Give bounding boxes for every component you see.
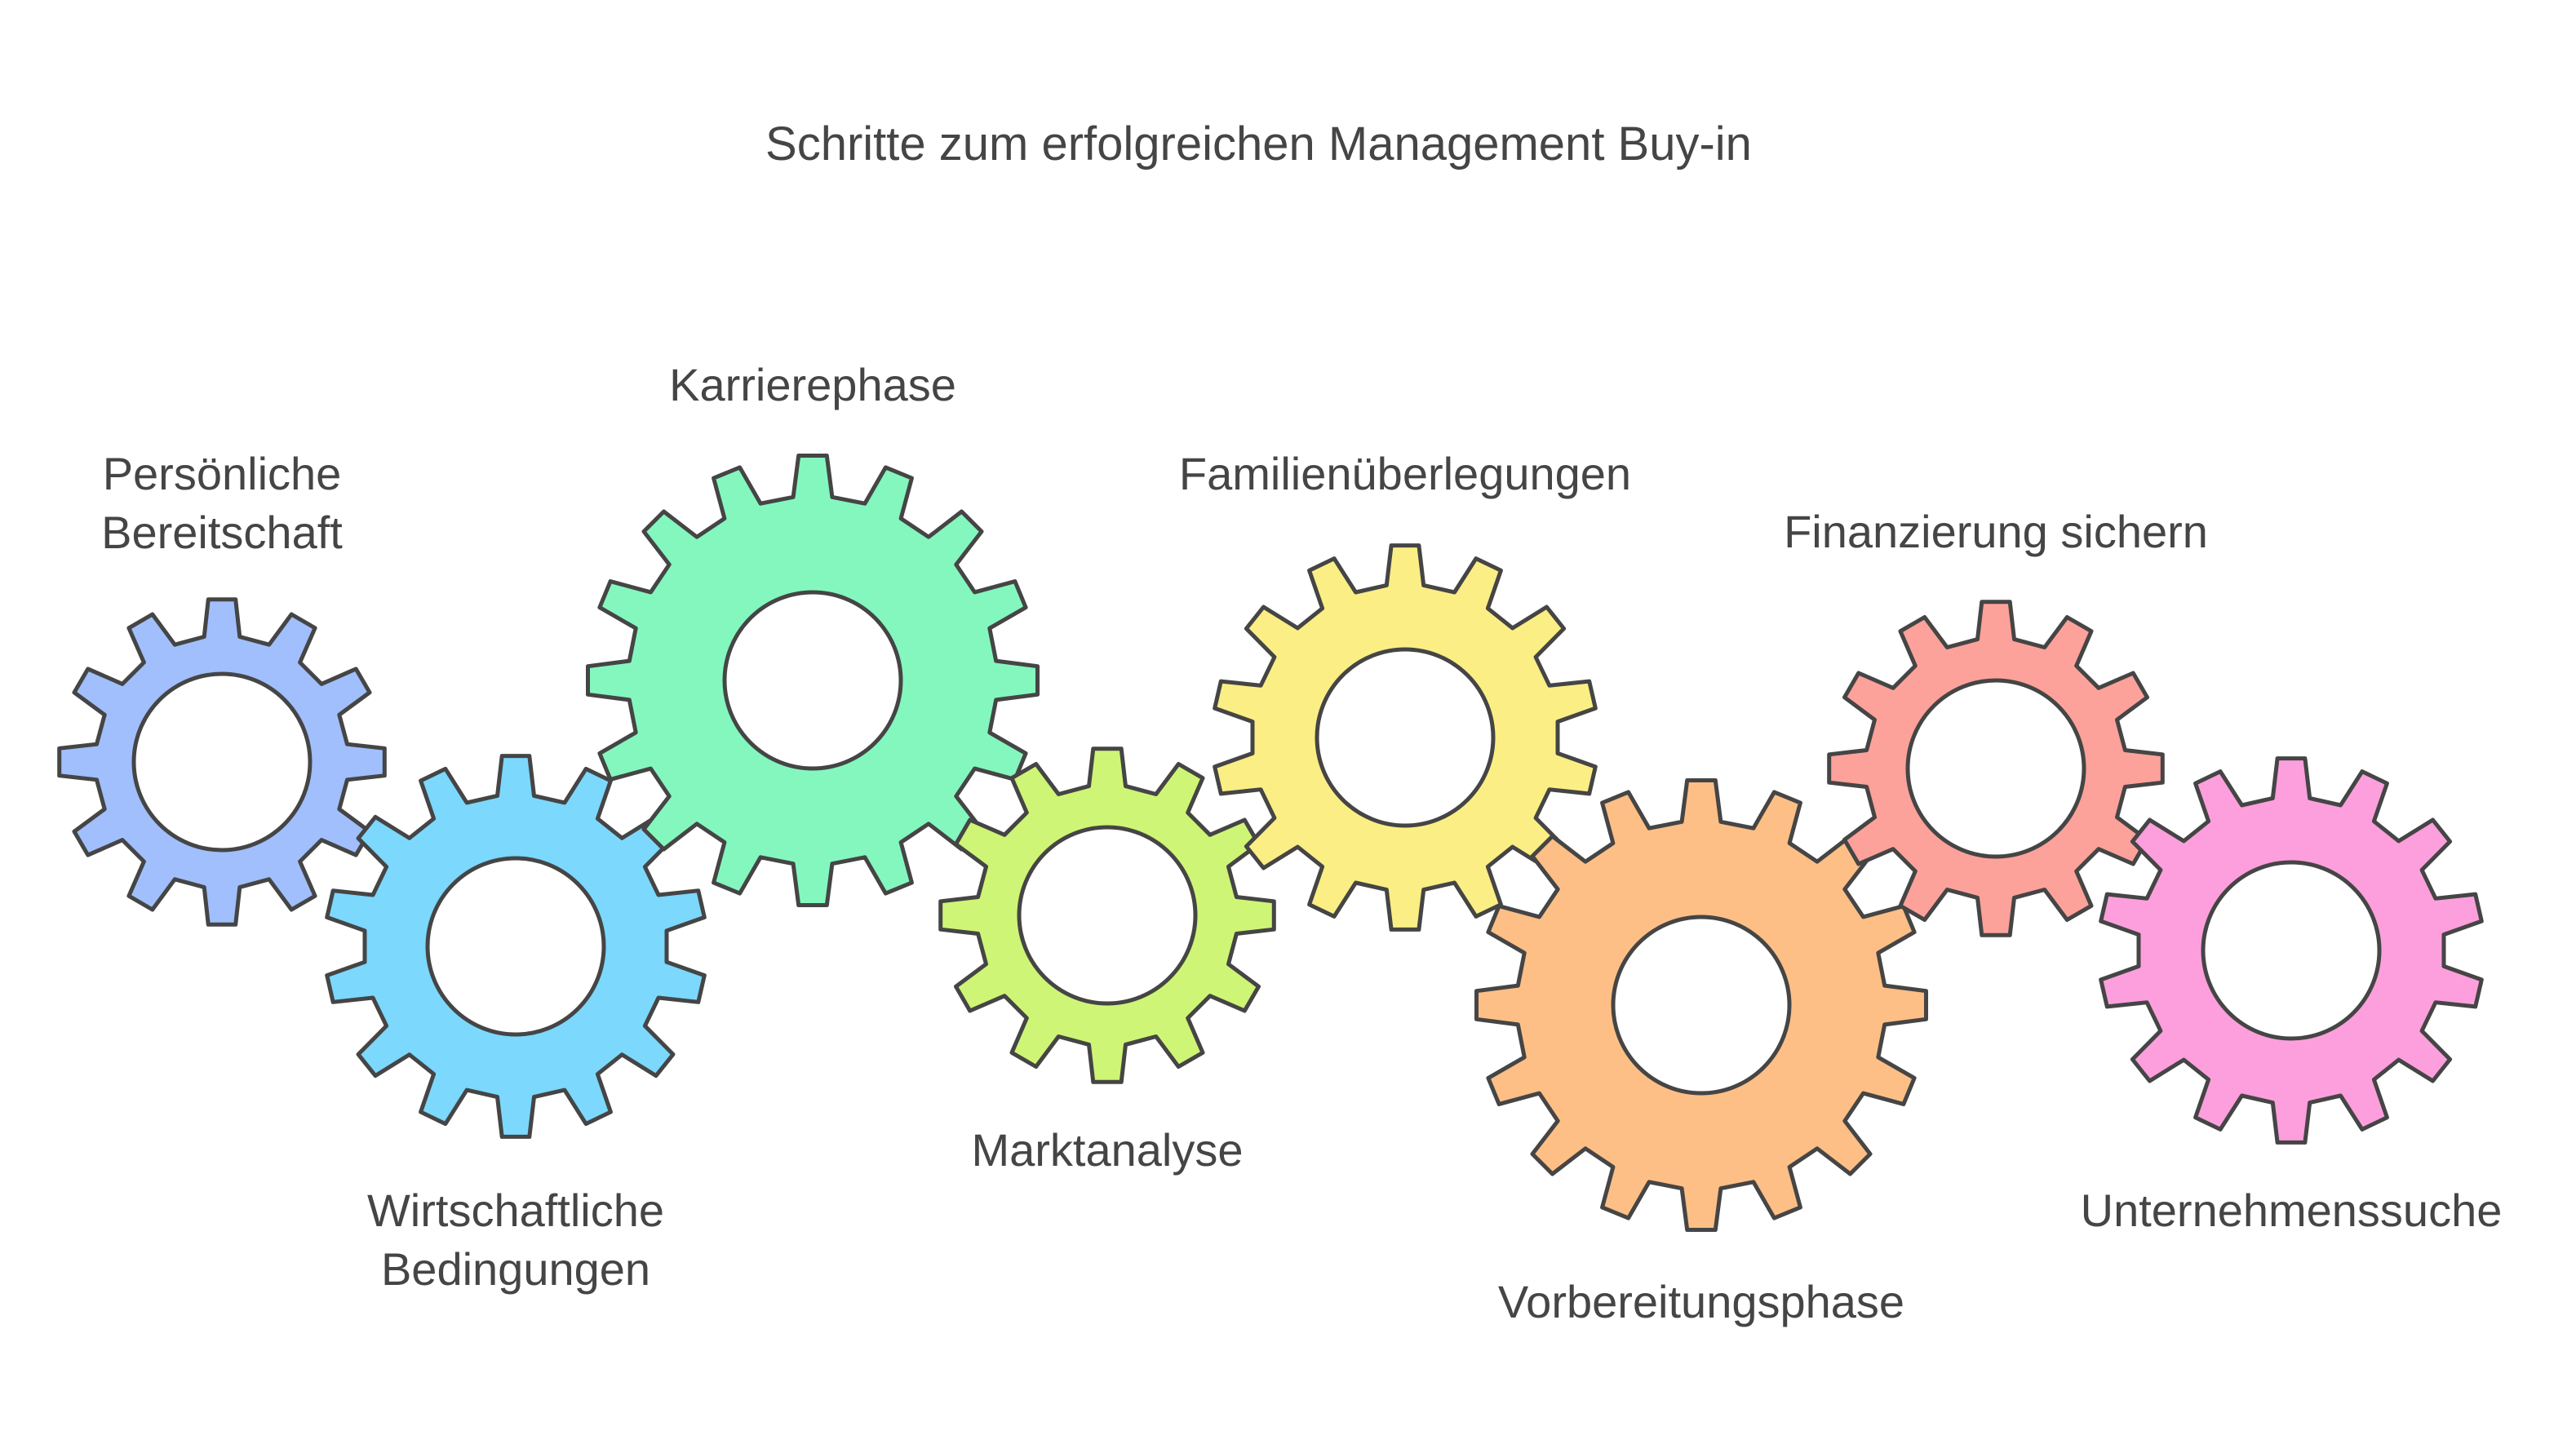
- gear-hole: [131, 671, 313, 853]
- gear-hole: [1905, 678, 2086, 859]
- gear-wirtschaftliche-bedingungen: [325, 754, 707, 1139]
- gear-finanzierung-sichern: [1827, 600, 2165, 937]
- gear-vorbereitungsphase: [1474, 778, 1928, 1232]
- label-familienueberlegungen: Familienüberlegungen: [1178, 448, 1632, 499]
- label-finanzierung-sichern: Finanzierung sichern: [1784, 506, 2208, 557]
- gear-hole: [722, 590, 903, 771]
- label-persoenliche-bereitschaft: Persönliche Bereitschaft: [101, 448, 343, 558]
- label-karrierephase: Karrierephase: [669, 359, 956, 410]
- gear-unternehmenssuche: [2099, 756, 2484, 1145]
- gear-hole: [425, 856, 606, 1037]
- gear-karrierephase: [586, 454, 1040, 907]
- label-wirtschaftliche-bedingungen: Wirtschaftliche Bedingungen: [366, 1185, 665, 1295]
- gear-hole: [1611, 915, 1792, 1096]
- gear-hole: [1017, 825, 1198, 1006]
- gear-persoenliche-bereitschaft: [57, 597, 387, 927]
- gear-marktanalyse: [938, 746, 1276, 1084]
- label-vorbereitungsphase: Vorbereitungsphase: [1497, 1276, 1905, 1327]
- label-marktanalyse: Marktanalyse: [971, 1124, 1244, 1176]
- gear-hole: [2201, 860, 2382, 1041]
- gear-familienueberlegungen: [1213, 543, 1598, 932]
- label-unternehmenssuche: Unternehmenssuche: [2080, 1185, 2503, 1236]
- diagram-title: Schritte zum erfolgreichen Management Bu…: [765, 117, 1752, 171]
- gear-hole: [1315, 647, 1496, 828]
